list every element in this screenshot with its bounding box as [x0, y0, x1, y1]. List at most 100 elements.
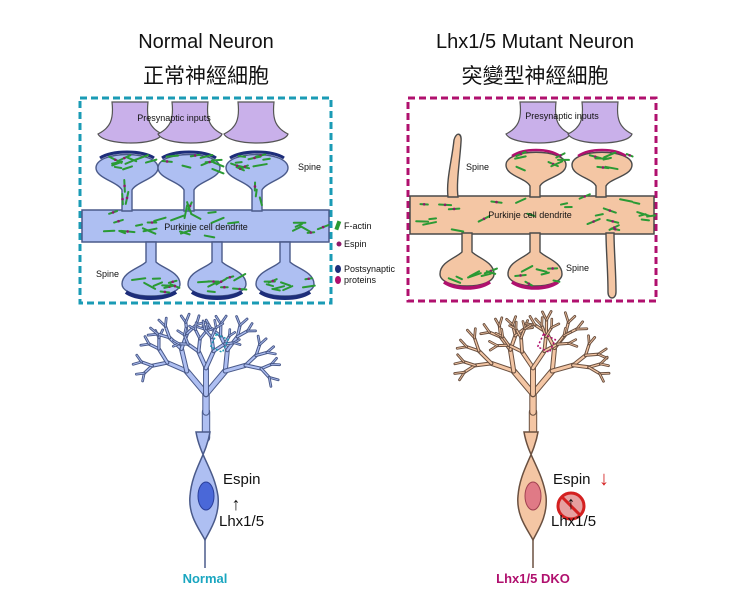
- mutant-espin-label: Espin: [553, 471, 591, 488]
- factin-fiber: [638, 213, 647, 217]
- factin-fiber: [603, 151, 617, 159]
- espin-dot: [519, 274, 522, 277]
- factin-fiber: [450, 228, 465, 233]
- espin-dot: [117, 219, 120, 223]
- normal-caption: Normal: [183, 571, 228, 586]
- dendrite-branch: [203, 368, 228, 397]
- factin-fiber: [515, 197, 527, 204]
- espin-dot: [628, 153, 631, 157]
- dendrite-branch: [239, 318, 248, 326]
- espin-dot: [608, 209, 612, 212]
- dendrite-branch: [220, 315, 227, 325]
- dendrite-branch: [584, 343, 590, 356]
- normal-top-spine-2: [157, 153, 221, 212]
- normal-presynaptic-terminal-1: [97, 101, 163, 144]
- factin-fiber: [646, 214, 657, 218]
- normal-zoom-panel: Presynaptic inputs Spine Purkinje cell d…: [78, 96, 333, 305]
- factin-fiber: [143, 281, 157, 290]
- legend-postsynaptic-swatch-dark: [335, 265, 341, 273]
- dendrite-branch: [502, 336, 510, 346]
- espin-dot: [243, 165, 247, 168]
- factin-fiber: [199, 153, 214, 159]
- factin-fiber: [113, 165, 123, 170]
- espin-dot: [452, 207, 456, 211]
- dendrite-branch: [184, 368, 209, 397]
- espin-dot: [443, 203, 447, 207]
- factin-fiber: [133, 154, 150, 161]
- espin-dot: [551, 267, 554, 270]
- espin-dot: [612, 226, 616, 229]
- factin-fiber: [262, 157, 271, 161]
- factin-fiber: [540, 271, 550, 276]
- espin-dot: [123, 184, 126, 188]
- dendrite-branch: [568, 315, 576, 323]
- legend-postsynaptic-label-2: proteins: [344, 275, 377, 285]
- legend: F-actin Espin Postsynaptic proteins: [334, 220, 396, 285]
- dendrite-branch: [228, 332, 236, 337]
- normal-presynaptic-label: Presynaptic inputs: [137, 113, 211, 123]
- factin-fiber: [272, 285, 286, 290]
- factin-fiber: [179, 229, 191, 235]
- factin-fiber: [234, 161, 243, 164]
- dendrite-branch: [244, 364, 263, 370]
- dendrite-branch: [588, 366, 601, 375]
- mutant-up-arrow: ↑: [567, 493, 576, 513]
- espin-dot: [495, 200, 498, 204]
- dendrite-branch: [599, 363, 609, 367]
- dendrite-branch: [236, 316, 241, 326]
- mutant-nucleus: [524, 481, 542, 511]
- dendrite-branch: [546, 311, 552, 321]
- factin-fiber: [165, 154, 180, 158]
- dendrite-branch: [204, 349, 215, 370]
- factin-fiber: [422, 221, 437, 226]
- factin-fiber: [535, 268, 548, 273]
- mutant-presynaptic-terminal-2: [567, 101, 633, 144]
- factin-fiber: [212, 161, 225, 168]
- espin-dot: [611, 220, 615, 223]
- dendrite-branch: [454, 371, 465, 374]
- dendrite-branch: [136, 354, 142, 363]
- factin-fiber: [640, 218, 650, 222]
- factin-fiber: [206, 290, 216, 293]
- mutant-down-arrow: ↓: [599, 468, 609, 490]
- dendrite-branch: [157, 347, 169, 364]
- dendrite-branch: [466, 346, 480, 352]
- factin-fiber: [254, 188, 258, 198]
- dendrite-branch: [568, 342, 578, 347]
- dendrite-branch: [531, 349, 546, 370]
- dendrite-branch: [204, 328, 213, 338]
- factin-fiber: [485, 270, 497, 275]
- dendrite-branch: [266, 352, 276, 355]
- legend-postsynaptic-label-1: Postsynaptic: [344, 264, 396, 274]
- dendrite-branch: [164, 325, 171, 339]
- dendrite-branch: [150, 327, 159, 335]
- factin-fiber: [594, 213, 604, 217]
- factin-fiber: [514, 155, 527, 160]
- espin-dot: [193, 154, 197, 157]
- factin-fiber: [111, 161, 121, 165]
- factin-fiber: [210, 158, 223, 162]
- dendrite-branch: [512, 316, 517, 326]
- dendrite-branch: [179, 347, 189, 373]
- dendrite-branch: [211, 327, 217, 338]
- espin-dot: [593, 155, 597, 158]
- dendrite-branch: [543, 343, 559, 353]
- dendrite-branch: [460, 339, 468, 348]
- espin-dot: [422, 202, 426, 206]
- dendrite-branch: [259, 338, 267, 346]
- mutant-dendritic-tree: [453, 310, 611, 443]
- dendrite-branch: [507, 344, 523, 353]
- factin-fiber: [122, 165, 133, 171]
- dendrite-branch: [151, 361, 169, 367]
- espin-dot: [123, 156, 126, 160]
- factin-fiber: [190, 212, 202, 220]
- normal-dendrite-label: Purkinje cell dendrite: [164, 222, 248, 232]
- espin-dot: [601, 166, 605, 169]
- dendrite-branch: [545, 326, 553, 338]
- mutant-bottom-filopodium: [605, 232, 617, 299]
- mutant-title-en: Lhx1/5 Mutant Neuron: [436, 31, 634, 53]
- normal-nucleus: [197, 481, 215, 511]
- dendrite-branch: [543, 335, 547, 353]
- espin-dot: [163, 290, 167, 294]
- dendrite-branch: [165, 361, 189, 373]
